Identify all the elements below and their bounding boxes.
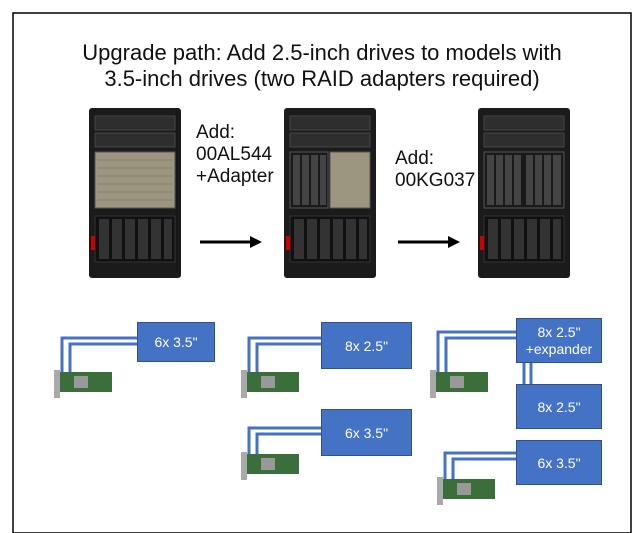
raid-adapter-card (241, 426, 322, 480)
drive-bay-box: 8x 2.5" (321, 322, 412, 369)
arrow-right-icon (398, 236, 460, 248)
server-intermediate (284, 108, 376, 278)
server-after (478, 108, 570, 278)
drive-bay-box: 6x 3.5" (137, 322, 215, 362)
step-1-part: 00AL544 (196, 144, 273, 165)
title-line-2: 3.5-inch drives (two RAID adapters requi… (104, 66, 540, 91)
step-2-add: Add: (395, 148, 435, 169)
step-1-add: Add: (196, 122, 236, 143)
step-2-label: Add: 00KG037 (395, 148, 475, 192)
arrow-right-icon (200, 236, 262, 248)
expander-box-line-1: 8x 2.5" (537, 323, 581, 340)
raid-adapter-card (54, 336, 138, 398)
raid-adapter-card (437, 451, 517, 505)
drive-bay-box: 6x 3.5" (516, 440, 602, 485)
raid-adapter-card (241, 336, 322, 398)
drive-bay-box: 6x 3.5" (321, 409, 412, 456)
step-1-extra: +Adapter (196, 166, 274, 187)
drive-bay-expander-box: 8x 2.5" +expander (516, 318, 602, 363)
step-1-label: Add: 00AL544 +Adapter (196, 122, 274, 188)
expander-box-line-2: +expander (525, 340, 593, 357)
server-before (89, 108, 181, 278)
step-2-part: 00KG037 (395, 170, 476, 191)
title-line-1: Upgrade path: Add 2.5-inch drives to mod… (82, 40, 562, 65)
drive-bay-box: 8x 2.5" (516, 384, 602, 429)
raid-adapter-card (430, 330, 517, 398)
